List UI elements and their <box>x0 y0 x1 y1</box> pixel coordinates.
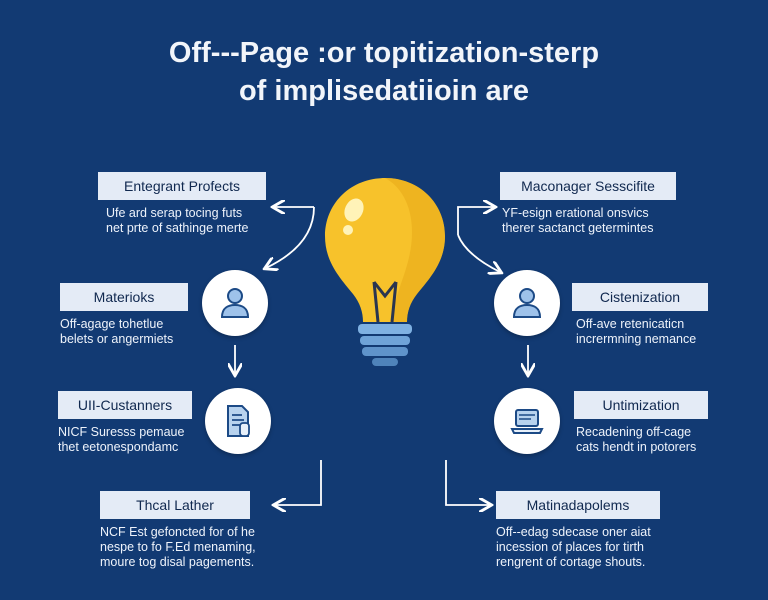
label-right-1: Maconager Sesscifite <box>500 172 676 200</box>
page-title: Off---Page :or topitization-sterp of imp… <box>0 34 768 110</box>
label-right-2: Cistenization <box>572 283 708 311</box>
label-right-4: Matinadapolems <box>496 491 660 519</box>
laptop-icon <box>494 388 560 454</box>
user-icon <box>202 270 268 336</box>
arrow-right-top-out <box>457 207 494 235</box>
label-left-3: UII-Custanners <box>58 391 192 419</box>
arrow-left-top-down <box>266 206 315 268</box>
arrow-right-top-down <box>457 234 500 272</box>
label-left-2: Materioks <box>60 283 188 311</box>
lightbulb-icon <box>325 178 445 366</box>
user-icon <box>494 270 560 336</box>
label-left-1: Entegrant Profects <box>98 172 266 200</box>
title-line-2: of implisedatiioin are <box>238 75 530 107</box>
label-right-3: Untimization <box>574 391 708 419</box>
arrow-left-bottom <box>275 460 322 505</box>
label-left-4: Thcal Lather <box>100 491 250 519</box>
title-line-1: Off---Page :or topitization-sterp <box>168 37 600 69</box>
document-icon <box>205 388 271 454</box>
arrow-right-bottom <box>445 460 490 505</box>
